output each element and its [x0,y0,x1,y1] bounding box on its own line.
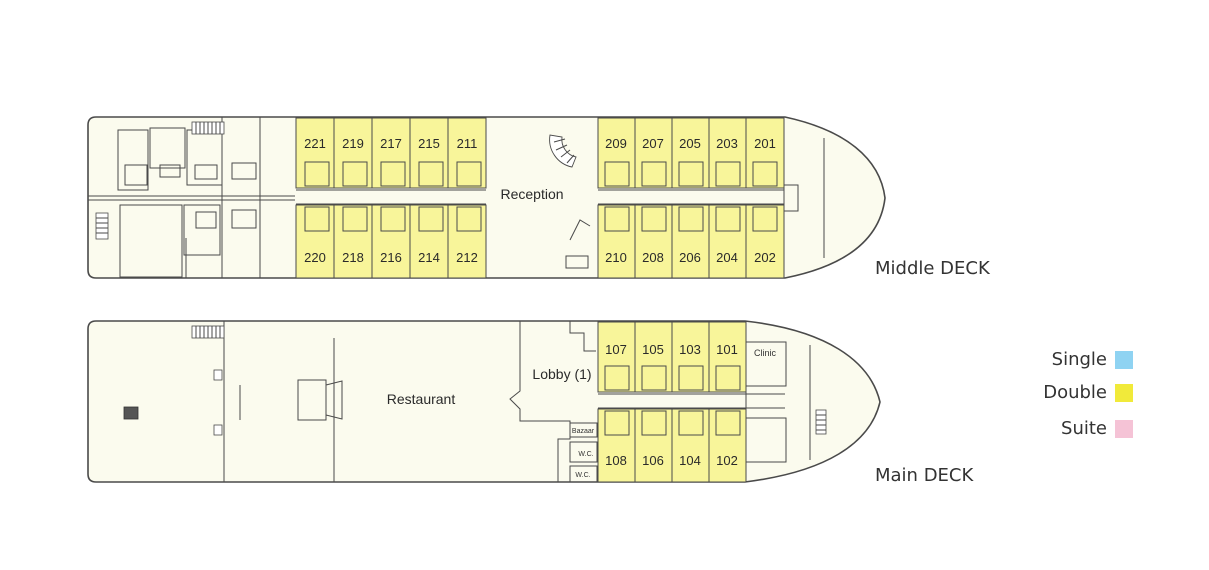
main-deck-label: Main DECK [875,465,974,486]
legend-swatch-single [1115,350,1133,369]
bazaar-label: Bazaar [572,428,595,435]
cabin-214[interactable] [409,204,449,279]
cabin-211[interactable] [447,117,487,189]
cabin-number-221: 221 [304,136,326,151]
middle-cabin-numbers: 221 219 217 215 211 209 207 205 203 201 … [304,136,776,265]
cabin-number-203: 203 [716,136,738,151]
cabin-number-209: 209 [605,136,627,151]
lobby-label: Lobby (1) [532,366,591,382]
main-cabins-bottom [597,408,747,483]
cabin-number-202: 202 [754,250,776,265]
cabin-number-102: 102 [716,453,738,468]
middle-cabin-bathrooms [304,161,778,232]
cabin-number-211: 211 [457,136,478,151]
legend-label-double: Double [1043,382,1107,403]
cabin-number-201: 201 [754,136,776,151]
legend-item-single: Single [1052,349,1133,370]
cabin-number-218: 218 [342,250,364,265]
middle-deck-label: Middle DECK [875,258,990,279]
cabin-number-206: 206 [679,250,701,265]
middle-aft-rooms [88,117,295,278]
cabin-number-104: 104 [679,453,701,468]
main-cabin-numbers: 107 105 103 101 108 106 104 102 [605,342,738,468]
cabin-201[interactable] [745,117,785,189]
cabin-number-219: 219 [342,136,364,151]
cabin-number-216: 216 [380,250,402,265]
middle-cabins-fwd-bottom [597,204,785,279]
cabin-107[interactable] [597,321,636,393]
wc-label-2: W.C. [575,472,590,479]
main-deck-hull [87,320,881,483]
cabin-221[interactable] [295,117,335,189]
cabin-number-208: 208 [642,250,664,265]
cabin-number-108: 108 [605,453,627,468]
restaurant-label: Restaurant [387,391,456,407]
cabin-number-105: 105 [642,342,664,357]
cabin-217[interactable] [371,117,411,189]
middle-aft-staircase-top [191,121,225,135]
clinic-area: Clinic [745,322,827,482]
main-deck: Bazaar W.C. W.C. [87,320,881,483]
middle-deck: 221 219 217 215 211 209 207 205 203 201 … [87,116,886,279]
cabin-number-215: 215 [418,136,440,151]
cabin-212[interactable] [447,204,487,279]
middle-cabins-aft-top [295,117,487,189]
cabin-216[interactable] [371,204,411,279]
cabin-number-207: 207 [642,136,664,151]
cabin-number-212: 212 [456,250,478,265]
cabin-number-214: 214 [418,250,440,265]
main-cabins-top [597,321,747,393]
reception-label: Reception [500,186,563,202]
cabin-215[interactable] [409,117,449,189]
cabin-number-204: 204 [716,250,738,265]
clinic-label: Clinic [754,348,777,358]
reception-staircase [549,134,591,269]
cabin-number-107: 107 [605,342,627,357]
legend-swatch-double [1115,383,1133,402]
legend-label-suite: Suite [1061,418,1107,439]
middle-cabins-fwd-top [597,117,785,189]
wc-label-1: W.C. [578,451,593,458]
cabin-number-205: 205 [679,136,701,151]
cabin-number-220: 220 [304,250,326,265]
cabin-number-106: 106 [642,453,664,468]
legend-label-single: Single [1051,349,1107,370]
middle-aft-staircase-side [95,212,109,240]
cabin-220[interactable] [295,204,335,279]
cabin-number-217: 217 [380,136,402,151]
legend-item-suite: Suite [1061,418,1133,439]
cabin-number-103: 103 [679,342,701,357]
lobby-area: Bazaar W.C. W.C. [509,321,598,483]
restaurant-area [123,321,343,482]
cabin-number-210: 210 [605,250,627,265]
legend-swatch-suite [1115,419,1133,438]
main-cabin-bathrooms [604,365,741,436]
legend-item-double: Double [1043,382,1133,403]
cabin-number-101: 101 [716,342,738,357]
cabin-202[interactable] [745,204,785,279]
cabin-218[interactable] [333,204,373,279]
cabin-219[interactable] [333,117,373,189]
middle-cabins-aft-bottom [295,204,487,279]
main-aft-staircase [191,325,225,339]
